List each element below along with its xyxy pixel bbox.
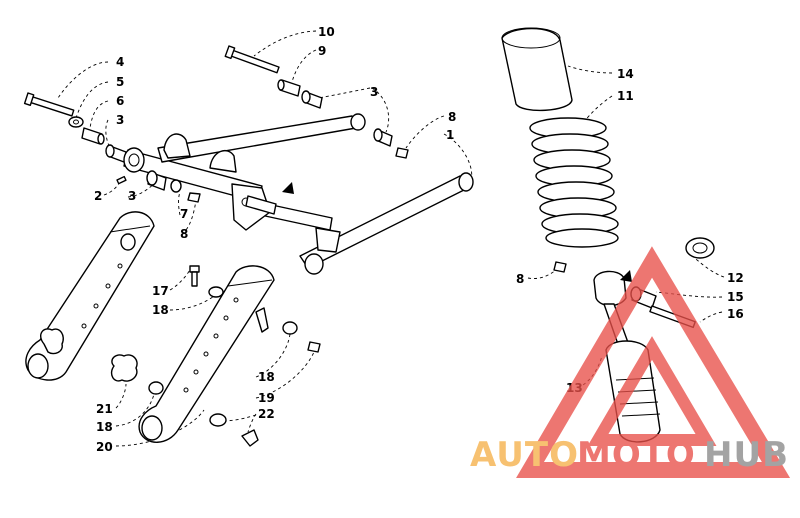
bushing-3c: [301, 90, 323, 109]
a-arm: [123, 113, 474, 275]
pivot-bolt-left: [23, 92, 75, 117]
callout-c17: 17: [152, 284, 169, 298]
arrow-marker: [282, 182, 294, 194]
watermark-triangle-outer: [516, 246, 791, 478]
callout-c2: 2: [94, 189, 102, 203]
callout-c16: 16: [727, 307, 744, 321]
nut-19: [307, 341, 321, 353]
bushing-9: [277, 79, 301, 97]
washer-7: [170, 179, 182, 193]
callout-c12: 12: [727, 271, 744, 285]
watermark-text-hub: HUB: [704, 435, 789, 475]
callout-c22: 22: [258, 407, 275, 421]
right-rail-bracket: [138, 265, 275, 443]
arrow-marker-shock: [620, 270, 632, 282]
bolt-17: [189, 265, 200, 287]
washer-18c: [148, 381, 164, 395]
shock-eye-ring-12: [685, 237, 715, 259]
callout-c21: 21: [96, 402, 113, 416]
callout-c18b: 18: [258, 370, 275, 384]
bushing: [81, 127, 105, 145]
callout-c20: 20: [96, 440, 113, 454]
automotohub-watermark: AUTO MOTO HUB: [470, 246, 791, 478]
washer-18a: [208, 286, 224, 298]
callout-c19: 19: [258, 391, 275, 405]
bump-stop-14: [501, 27, 573, 112]
callout-c3a: 3: [116, 113, 124, 127]
callout-c8c: 8: [516, 272, 524, 286]
callout-c18c: 18: [96, 420, 113, 434]
callout-c1: 1: [446, 128, 454, 142]
callout-c8a: 8: [180, 227, 188, 241]
nut-8c: [553, 261, 567, 273]
nut-8b: [395, 147, 409, 159]
callout-c3b: 3: [128, 189, 136, 203]
callout-c15: 15: [727, 290, 744, 304]
grease-fitting: [116, 175, 127, 185]
watermark-text-auto: AUTO: [470, 435, 579, 475]
bushing-3a: [105, 144, 127, 163]
bushing-3d: [373, 128, 393, 147]
callout-c3c: 3: [370, 85, 378, 99]
left-rail-bracket: [25, 211, 155, 381]
washer-22: [209, 413, 227, 427]
callout-c8b: 8: [448, 110, 456, 124]
callout-c7: 7: [180, 207, 188, 221]
callout-c11: 11: [617, 89, 634, 103]
callout-c5: 5: [116, 75, 124, 89]
callout-c9: 9: [318, 44, 326, 58]
callout-c10: 10: [318, 25, 335, 39]
adjuster-knob-21: [110, 354, 138, 382]
watermark-text-moto: MOTO: [577, 435, 696, 475]
callout-c18a: 18: [152, 303, 169, 317]
coil-spring-11: [529, 117, 619, 248]
pivot-bolt-top: [224, 45, 280, 74]
callout-c6: 6: [116, 94, 124, 108]
clip-22: [241, 429, 259, 447]
washer: [68, 116, 84, 128]
watermark-triangle-inner: [587, 336, 717, 446]
callout-c14: 14: [617, 67, 634, 81]
washer-hole: [73, 119, 79, 125]
callout-c4: 4: [116, 55, 124, 69]
washer-18b: [282, 321, 298, 335]
nut-8a: [187, 192, 201, 203]
bushing-3b: [146, 170, 167, 191]
